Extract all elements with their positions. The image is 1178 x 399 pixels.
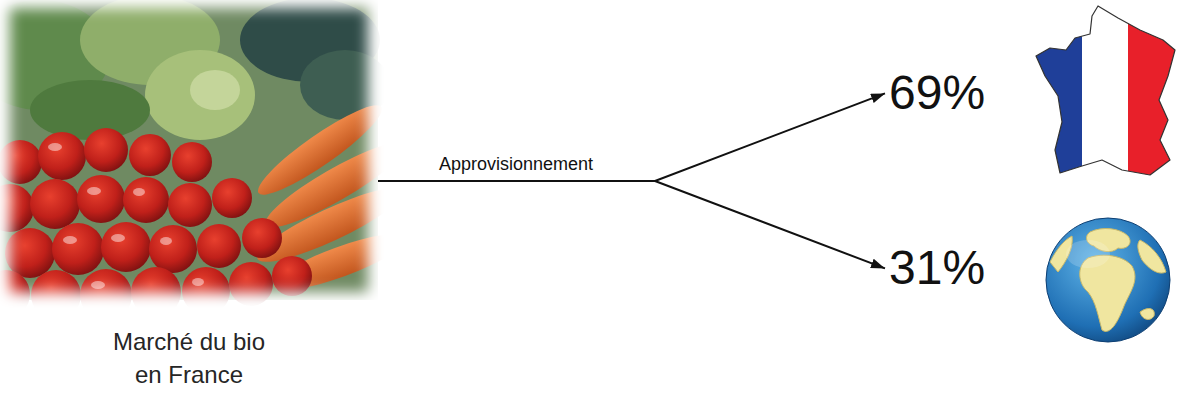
tomato	[31, 270, 81, 320]
tomato	[101, 222, 151, 272]
highlight	[48, 143, 62, 151]
share-node: 69%	[885, 65, 989, 122]
tomato	[80, 269, 132, 321]
market-caption: Marché du bio en France	[103, 326, 275, 391]
highlight	[63, 236, 77, 244]
globe-sea	[1046, 218, 1170, 342]
france-outline	[1036, 6, 1175, 175]
tomatoes	[0, 128, 312, 321]
tomato	[182, 267, 230, 315]
tomato	[0, 184, 34, 232]
tomato	[30, 179, 80, 229]
tomato-highlights	[48, 143, 204, 289]
share-value: 31%	[889, 242, 985, 295]
tomato	[149, 225, 197, 273]
tomato	[129, 134, 171, 176]
tomato	[84, 128, 128, 172]
vegetable-photo	[0, 0, 412, 321]
flow-arrow	[378, 181, 885, 268]
flow-label: Approvisionnement	[437, 154, 595, 175]
tomato	[77, 175, 125, 223]
tomato	[0, 140, 42, 184]
tomato	[52, 223, 104, 275]
tomato	[0, 270, 30, 318]
flag-white	[1082, 0, 1128, 180]
island	[1140, 309, 1154, 320]
carrots	[250, 95, 412, 300]
tomato	[229, 262, 273, 306]
cabbage	[190, 70, 240, 110]
tomato	[5, 228, 55, 278]
highlight	[160, 237, 172, 245]
globe	[1046, 218, 1170, 342]
leaves	[30, 80, 150, 140]
tomato	[131, 267, 181, 317]
tomato	[272, 256, 312, 296]
highlight	[192, 278, 204, 286]
highlight	[133, 188, 145, 196]
carrot	[269, 224, 411, 300]
globe-shine	[1066, 240, 1110, 268]
tomato	[172, 142, 212, 182]
continent-asia	[1138, 240, 1166, 273]
flow-arrow	[378, 93, 885, 181]
highlight	[111, 234, 125, 242]
france-flag-map	[1030, 0, 1178, 180]
share-node: 31%	[885, 240, 989, 297]
market-node: Marché du bio en France	[0, 0, 378, 399]
highlight	[91, 281, 105, 289]
tomato	[168, 183, 212, 227]
tomato	[38, 132, 86, 180]
tomato	[242, 218, 282, 258]
highlight	[87, 187, 101, 195]
tomato	[197, 224, 241, 268]
tomato	[212, 178, 252, 218]
cabbage	[145, 50, 255, 140]
tomato	[123, 177, 169, 223]
share-value: 69%	[889, 67, 985, 120]
